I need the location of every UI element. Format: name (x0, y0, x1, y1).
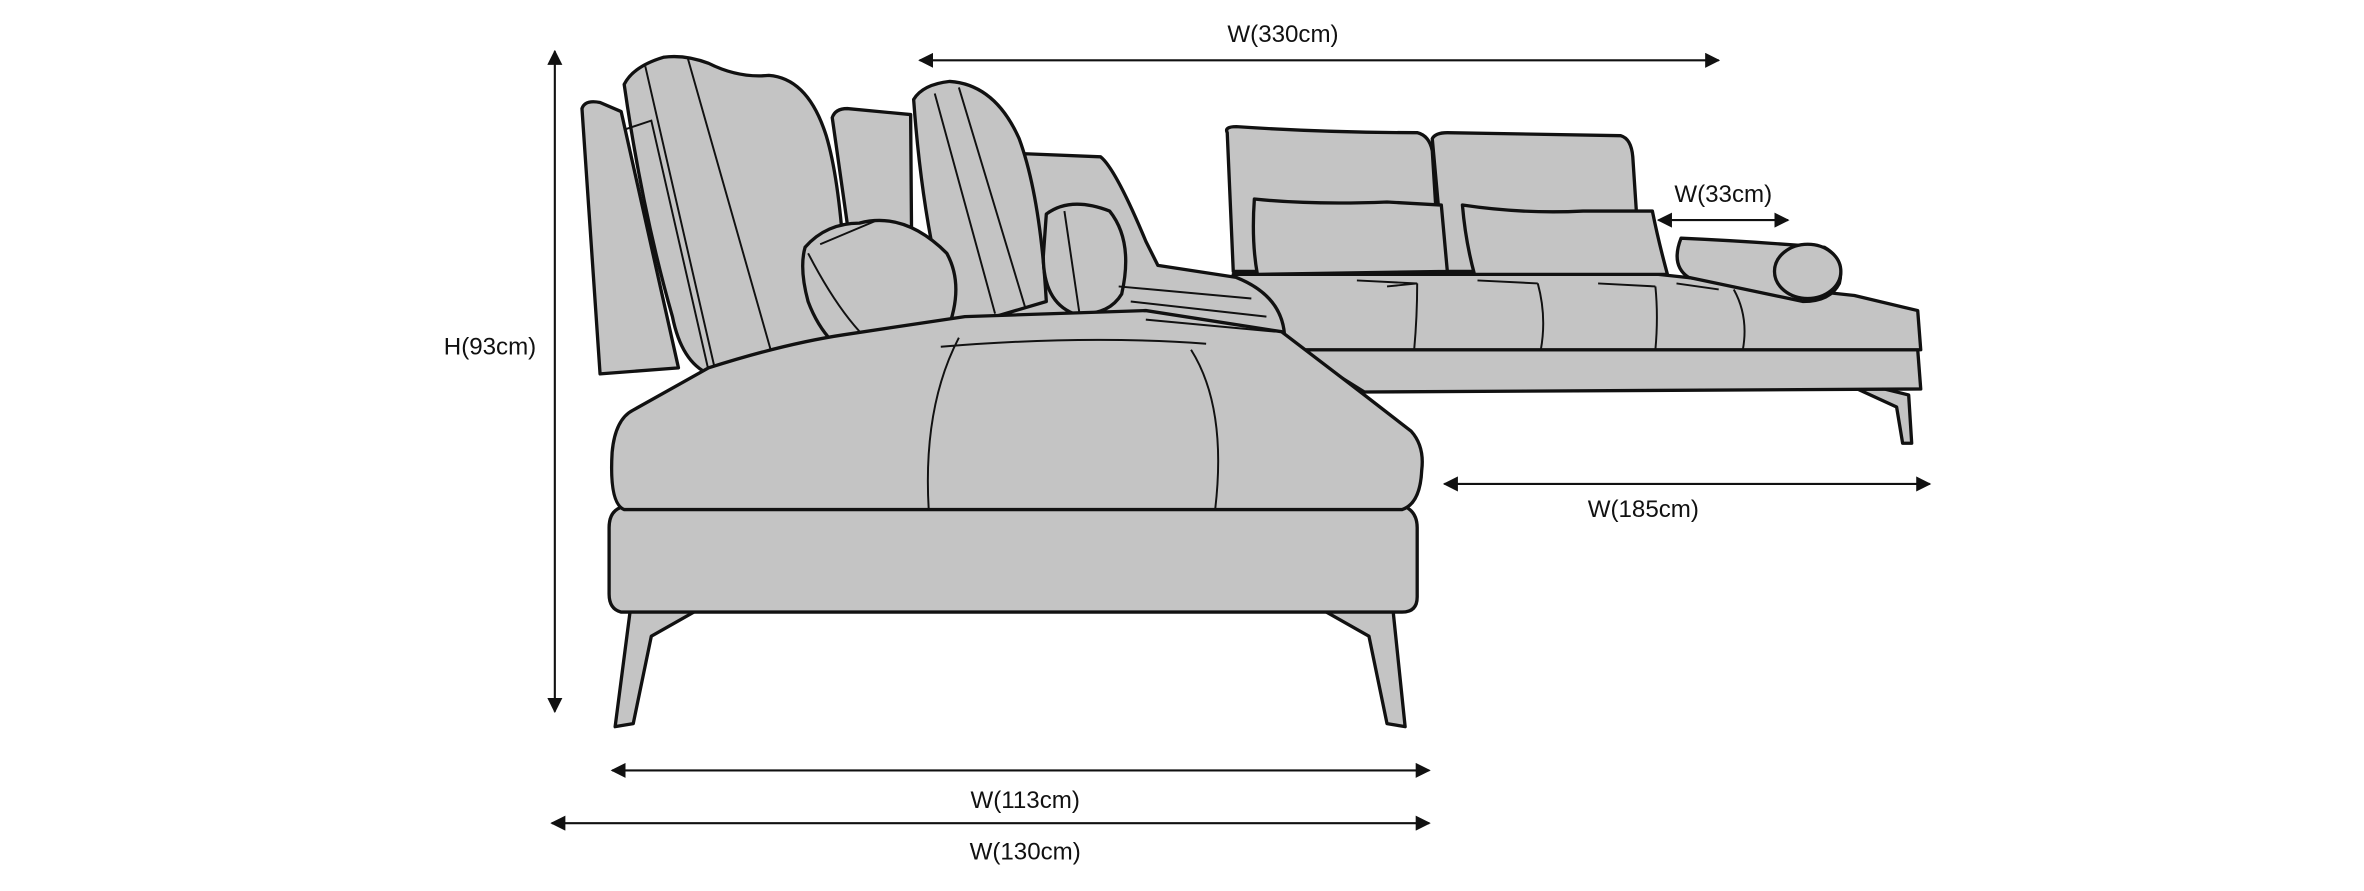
front-chaise (607, 285, 1424, 729)
label-height-93: H(93cm) (444, 333, 536, 360)
label-width-33: W(33cm) (1674, 181, 1772, 208)
dimension-lines (547, 49, 1932, 831)
label-width-330: W(330cm) (1227, 21, 1338, 48)
label-width-130: W(130cm) (970, 838, 1081, 865)
right-sofa-section (1225, 124, 1923, 445)
back-cushions (580, 54, 1287, 376)
label-width-185: W(185cm) (1588, 496, 1699, 523)
label-width-113: W(113cm) (971, 787, 1080, 814)
